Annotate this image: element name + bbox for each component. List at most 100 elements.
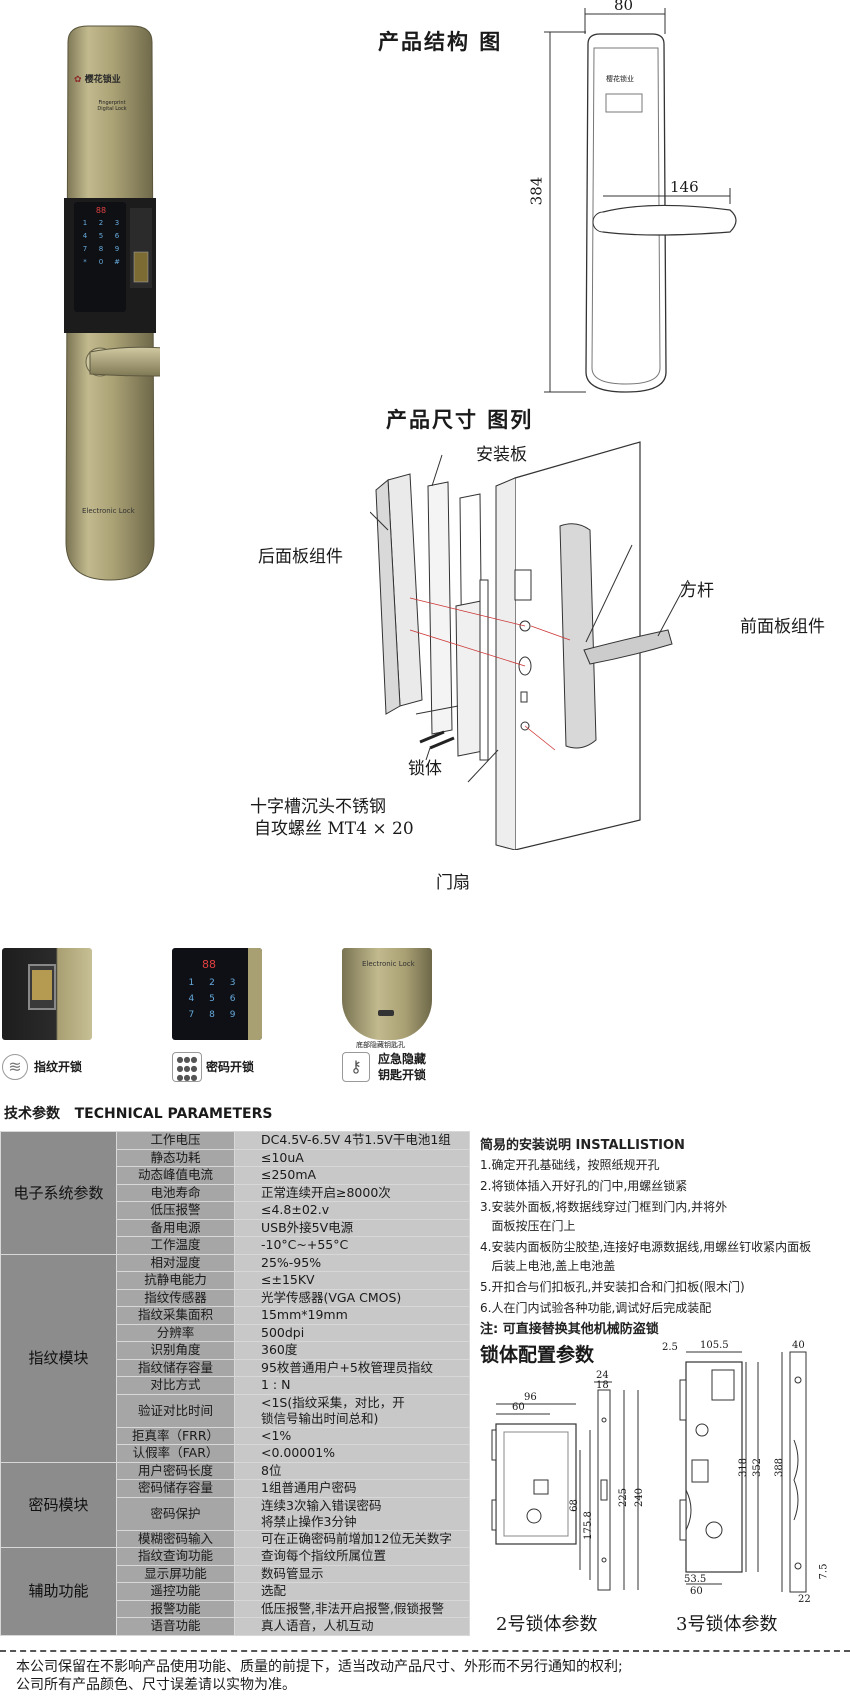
label-screw-line2: 自攻螺丝 MT4 × 20 (254, 819, 414, 839)
label-install-plate: 安装板 (476, 445, 527, 465)
params-row: 遥控功能选配 (1, 1582, 470, 1601)
feature-fingerprint-label: 指纹开锁 (34, 1060, 83, 1074)
keypad: 88 1 2 3 4 5 6 7 8 9 * 0 # (78, 206, 124, 266)
keypad-display: 88 (95, 206, 107, 215)
install-step: 3.安装外面板,将数据线穿过门框到门内,并将外 (480, 1200, 728, 1214)
keypad-key[interactable]: 9 (114, 245, 120, 253)
keypad-key[interactable]: 8 (98, 245, 104, 253)
exploded-title: 产品尺寸 图列 (386, 408, 534, 432)
label-square-shaft: 方杆 (680, 581, 714, 601)
label-rear-panel: 后面板组件 (258, 547, 343, 567)
params-key: 对比方式 (116, 1376, 235, 1395)
lock3-dim: 22 (798, 1594, 811, 1605)
params-key: 报警功能 (116, 1599, 235, 1618)
params-key: 分辨率 (116, 1323, 235, 1342)
params-value: 1组普通用户密码 (234, 1479, 470, 1498)
lock3-dim: 7.5 (818, 1563, 830, 1580)
exploded-drawing (369, 430, 690, 851)
keypad-key[interactable]: 0 (98, 258, 104, 266)
params-key: 验证对比时间 (116, 1393, 235, 1428)
keypad-key[interactable]: * (83, 258, 87, 266)
keypad-key[interactable]: 2 (98, 219, 104, 227)
lock3-caption: 3号锁体参数 (676, 1614, 778, 1635)
lock-brand-logo: ✿ 樱花锁业 (74, 72, 121, 85)
params-row: 验证对比时间<1S(指纹采集，对比，开 锁信号输出时间总和) (1, 1393, 470, 1428)
params-row: 低压报警≤4.8±02.v (1, 1201, 470, 1220)
keypad-key[interactable]: 1 (82, 219, 88, 227)
params-value: USB外接5V电源 (234, 1218, 470, 1237)
dim-height: 384 (527, 176, 546, 206)
keypad-key[interactable]: # (114, 258, 120, 266)
params-key: 工作电压 (116, 1131, 235, 1150)
params-category: 密码模块 (0, 1461, 117, 1548)
lock-config-title: 锁体配置参数 (480, 1344, 595, 1366)
keypad-key[interactable]: 7 (82, 245, 88, 253)
lock3-drawing: 2.5 105.5 40 318 352 388 53.5 60 22 7.5 (662, 1340, 842, 1610)
keypad-key[interactable]: 6 (114, 232, 120, 240)
brand-name: 樱花锁业 (84, 75, 121, 85)
install-step: 2.将锁体插入开好孔的门中,用螺丝锁紧 (480, 1179, 688, 1193)
lock3-dim: 60 (690, 1586, 703, 1597)
lock2-dim: 18 (596, 1380, 609, 1391)
lock-sub-logo: Fingerprint Digital Lock (97, 100, 127, 112)
params-key: 相对湿度 (116, 1253, 235, 1272)
params-row: 语音功能真人语音，人机互动 (1, 1617, 470, 1636)
params-key: 指纹查询功能 (116, 1547, 235, 1566)
params-key: 动态峰值电流 (116, 1166, 235, 1185)
params-value: 1 : N (234, 1376, 470, 1395)
params-key: 显示屏功能 (116, 1564, 235, 1583)
params-value: ≤4.8±02.v (234, 1201, 470, 1220)
params-row: 报警功能低压报警,非法开启报警,假锁报警 (1, 1599, 470, 1618)
lock2-drawing: 96 60 24 18 68 175.8 225 240 (490, 1370, 670, 1610)
key-thumb-caption: 底部隐藏钥匙孔 (356, 1041, 405, 1049)
feature-key-label-2: 钥匙开锁 (378, 1068, 427, 1082)
structure-title: 产品结构 图 (378, 30, 503, 54)
params-key: 密码保护 (116, 1496, 235, 1531)
params-key: 工作温度 (116, 1236, 235, 1255)
install-step: 4.安装内面板防尘胶垫,连接好电源数据线,用螺丝钉收紧内面板 (480, 1240, 812, 1254)
params-value: 360度 (234, 1341, 470, 1360)
params-key: 识别角度 (116, 1341, 235, 1360)
feature-key-label-1: 应急隐藏 (378, 1052, 427, 1066)
params-category: 辅助功能 (0, 1547, 117, 1636)
install-note: 注: 可直接替换其他机械防盗锁 (480, 1322, 659, 1337)
params-key: 密码储存容量 (116, 1479, 235, 1498)
install-step: 面板按压在门上 (480, 1219, 576, 1233)
params-row: 显示屏功能数码管显示 (1, 1564, 470, 1583)
params-row: 工作温度-10°C~+55°C (1, 1236, 470, 1255)
install-title: 简易的安装说明 INSTALLISTION (480, 1138, 685, 1153)
key-thumb-panel-text: Electronic Lock (362, 960, 415, 968)
structure-drawing: 80 384 146 樱花锁业 (527, 0, 760, 400)
keypad-key[interactable]: 3 (114, 219, 120, 227)
key-thumb: Electronic Lock (342, 948, 432, 1040)
params-key: 电池寿命 (116, 1183, 235, 1202)
fingerprint-thumb (2, 948, 92, 1040)
params-row: 辅助功能指纹查询功能查询每个指纹所属位置 (0, 1547, 470, 1636)
install-step: 6.人在门内试验各种功能,调试好后完成装配 (480, 1301, 712, 1315)
footer-notice: 本公司保留在不影响产品使用功能、质量的前提下，适当改动产品尺寸、外形而不另行通知… (0, 1650, 850, 1701)
keypad-key[interactable]: 5 (98, 232, 104, 240)
params-value: 光学传感器(VGA CMOS) (234, 1288, 470, 1307)
label-lock-body: 锁体 (408, 759, 442, 779)
label-screw-line1: 十字槽沉头不锈钢 (250, 797, 386, 817)
params-value: 连续3次输入错误密码 将禁止操作3分钟 (234, 1496, 470, 1531)
params-row: 静态功耗≤10uA (1, 1148, 470, 1167)
structure-logo: 樱花锁业 (606, 75, 634, 83)
lock-photo: ✿ 樱花锁业 Fingerprint Digital Lock 88 1 2 3… (60, 22, 229, 584)
install-step: 5.开扣合与们扣板孔,并安装扣合和门扣板(限木门) (480, 1280, 745, 1294)
keypad-key[interactable]: 4 (82, 232, 88, 240)
footer-line1: 本公司保留在不影响产品使用功能、质量的前提下，适当改动产品尺寸、外形而不另行通知… (16, 1659, 623, 1675)
params-key: 用户密码长度 (116, 1461, 235, 1480)
footer-line2: 公司所有产品颜色、尺寸误差请以实物为准。 (16, 1677, 296, 1693)
feature-keypad-label: 密码开锁 (206, 1060, 255, 1074)
